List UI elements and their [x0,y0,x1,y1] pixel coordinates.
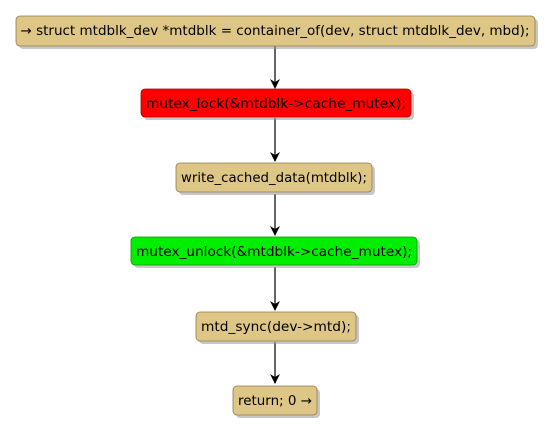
flow-node-write-cached-data: write_cached_data(mtdblk); [175,162,375,195]
flow-node-return: return; 0 → [232,385,320,418]
node-box [130,236,418,266]
node-label: mutex_unlock(&mtdblk->cache_mutex); [136,245,412,260]
flow-node-mutex-unlock: mutex_unlock(&mtdblk->cache_mutex); [130,236,420,268]
node-box [232,385,318,416]
node-box [15,15,536,47]
node-box [175,162,373,193]
node-box [140,88,412,118]
node-label: return; 0 → [238,394,312,409]
node-label: write_cached_data(mtdblk); [181,171,367,186]
flow-node-mtd-sync: mtd_sync(dev->mtd); [195,311,359,344]
node-box [195,311,357,342]
node-label: mutex_lock(&mtdblk->cache_mutex); [146,97,406,112]
flow-node-mutex-lock: mutex_lock(&mtdblk->cache_mutex); [140,88,414,120]
flow-node-start: → struct mtdblk_dev *mtdblk = container_… [15,15,538,49]
node-label: mtd_sync(dev->mtd); [201,320,351,335]
node-label: → struct mtdblk_dev *mtdblk = container_… [21,24,530,39]
